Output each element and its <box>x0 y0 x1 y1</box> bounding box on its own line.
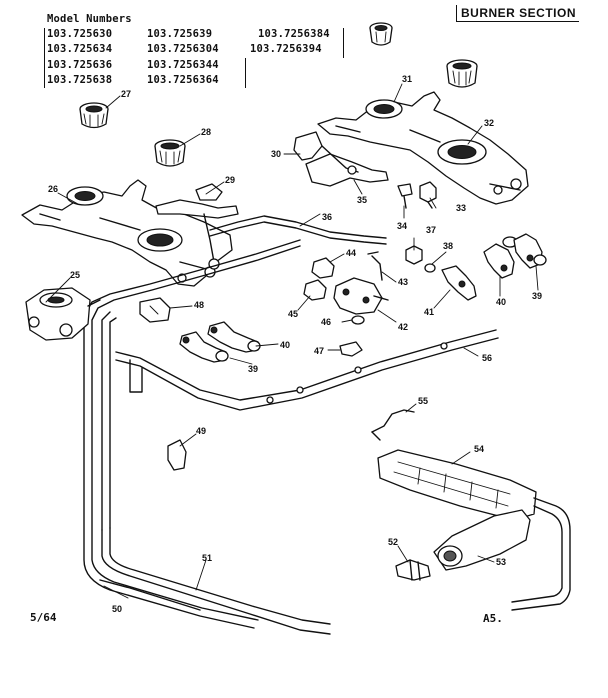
fastener-33 <box>419 181 437 209</box>
model-number: 103.725638 <box>47 74 113 86</box>
valve-right-39 <box>513 233 547 269</box>
model-bracket-right <box>343 28 344 58</box>
crossover-55 <box>371 409 415 441</box>
bracket-48 <box>139 297 171 323</box>
page-code: 5/64 <box>30 611 57 624</box>
burner-assembly-right <box>317 91 529 205</box>
callout-29: 29 <box>225 175 235 185</box>
model-bracket-inner <box>245 58 246 88</box>
fitting-44 <box>311 257 335 279</box>
model-number: 103.7256344 <box>147 59 219 71</box>
callout-26: 26 <box>48 184 58 194</box>
callout-52: 52 <box>388 537 398 547</box>
callout-43: 43 <box>398 277 408 287</box>
callout-28: 28 <box>201 127 211 137</box>
callout-47: 47 <box>314 346 324 356</box>
callout-37: 37 <box>426 225 436 235</box>
clip-47 <box>339 341 363 357</box>
model-number: 103.7256364 <box>147 74 219 86</box>
callout-53: 53 <box>496 557 506 567</box>
model-numbers-heading: Model Numbers <box>47 13 132 25</box>
callout-38: 38 <box>443 241 453 251</box>
callout-51: 51 <box>202 553 212 563</box>
valve-right-40 <box>483 236 518 279</box>
screw-43 <box>367 251 383 281</box>
manifold-pipe <box>83 239 301 629</box>
callout-49: 49 <box>196 426 206 436</box>
callout-44: 44 <box>346 248 356 258</box>
washer-46 <box>351 315 365 325</box>
callout-56: 56 <box>482 353 492 363</box>
callout-31: 31 <box>402 74 412 84</box>
model-number: 103.7256394 <box>250 43 322 55</box>
section-title: BURNER SECTION <box>456 5 580 22</box>
valve-left-40 <box>207 321 261 353</box>
reference-code: A5. <box>483 612 503 625</box>
model-number: 103.725630 <box>47 28 113 40</box>
callout-50: 50 <box>112 604 122 614</box>
fitting-45 <box>303 279 327 301</box>
pressure-regulator-25 <box>25 287 101 341</box>
model-bracket-left <box>44 28 45 88</box>
orifice-41 <box>441 265 477 301</box>
burner-head-top-right <box>446 59 478 88</box>
burner-head-top-left <box>369 22 393 46</box>
washer-38 <box>424 263 436 273</box>
clip-49 <box>167 439 187 471</box>
model-number: 103.7256304 <box>147 43 219 55</box>
callout-25: 25 <box>70 270 80 280</box>
venturi-tube-53 <box>433 509 531 571</box>
valve-assembly-30 <box>293 131 389 187</box>
callout-39-right: 39 <box>532 291 542 301</box>
right-side-tube <box>511 497 571 611</box>
callout-39-left: 39 <box>248 364 258 374</box>
callout-labels: 25 26 27 28 29 30 31 32 33 34 35 36 37 3… <box>48 74 542 614</box>
leader-lines <box>45 83 539 599</box>
callout-46: 46 <box>321 317 331 327</box>
callout-48: 48 <box>194 300 204 310</box>
orifice-52 <box>395 559 431 581</box>
callout-30: 30 <box>271 149 281 159</box>
callout-34: 34 <box>397 221 407 231</box>
callout-42: 42 <box>398 322 408 332</box>
burner-assembly-left <box>21 179 233 287</box>
callout-54: 54 <box>474 444 484 454</box>
model-number: 103.725634 <box>47 43 113 55</box>
callout-33: 33 <box>456 203 466 213</box>
callout-27: 27 <box>121 89 131 99</box>
callout-45: 45 <box>288 309 298 319</box>
valve-left-39 <box>179 331 229 363</box>
gas-tube-36 <box>209 215 387 245</box>
fastener-34 <box>397 183 413 209</box>
callout-36: 36 <box>322 212 332 222</box>
callout-41: 41 <box>424 307 434 317</box>
callout-40-left: 40 <box>280 340 290 350</box>
broil-burner-54 <box>377 449 537 521</box>
callout-40-right: 40 <box>496 297 506 307</box>
callout-55: 55 <box>418 396 428 406</box>
supply-tube-51 <box>101 311 331 635</box>
burner-head-28 <box>154 139 186 167</box>
model-number: 103.725639 <box>147 28 213 40</box>
callout-32: 32 <box>484 118 494 128</box>
model-number: 103.7256384 <box>258 28 330 40</box>
callout-35: 35 <box>357 195 367 205</box>
model-number: 103.725636 <box>47 59 113 71</box>
burner-head-27 <box>79 102 109 129</box>
valve-body-42 <box>333 277 389 315</box>
manifold-bracket-56 <box>115 329 499 411</box>
